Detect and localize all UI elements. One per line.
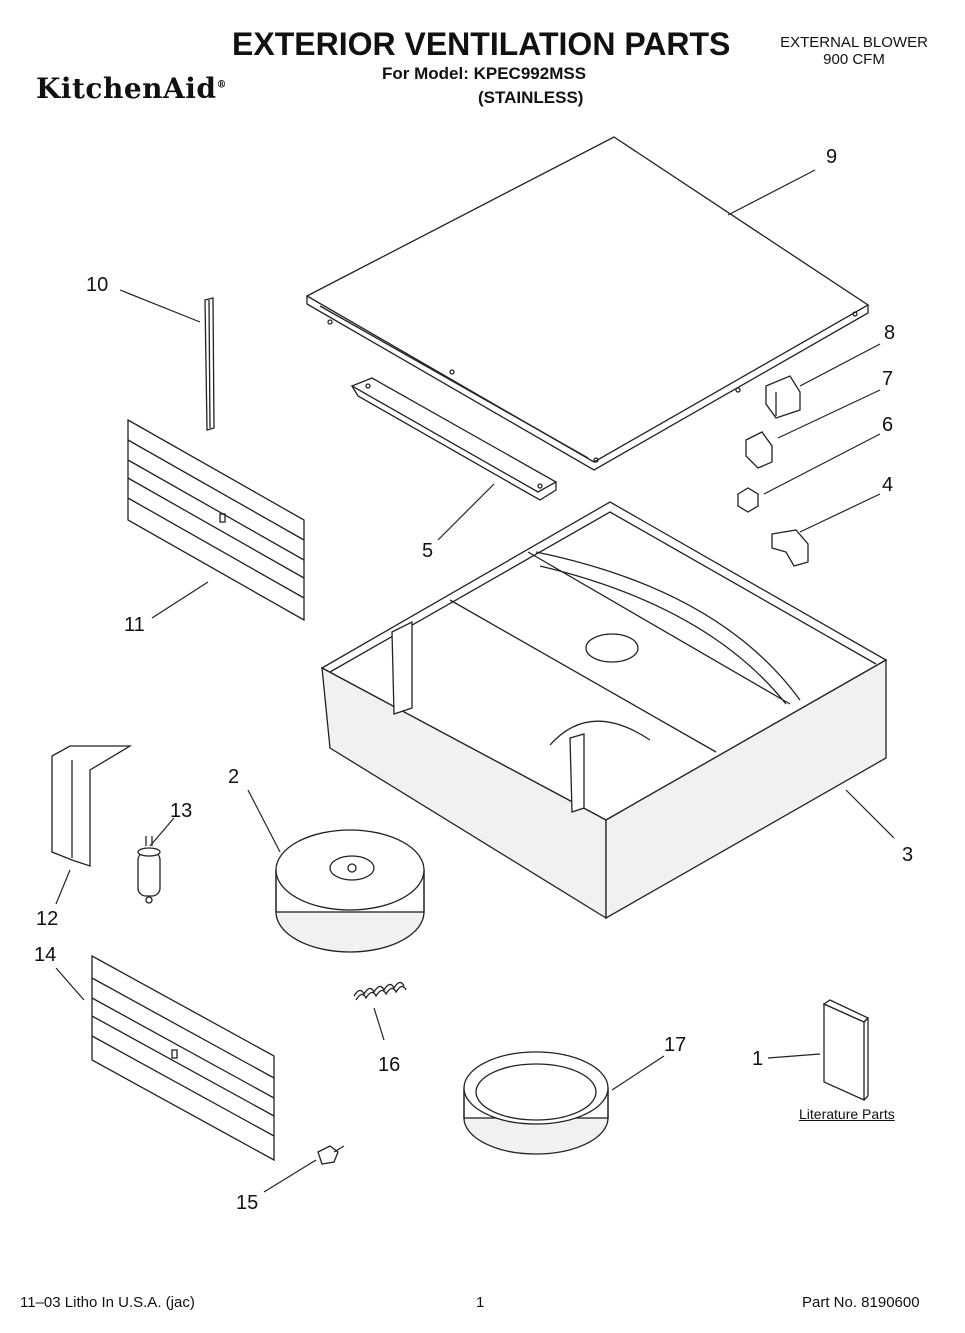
blower-spec-line1: EXTERNAL BLOWER	[780, 34, 928, 51]
part-16-spring	[353, 981, 407, 1001]
model-line: For Model: KPEC992MSS	[382, 64, 587, 83]
literature-parts-label: Literature Parts	[799, 1106, 895, 1122]
part-3-housing	[320, 501, 888, 920]
part-5-rail	[350, 377, 558, 501]
callout-15: 15	[236, 1192, 259, 1214]
blower-spec: EXTERNAL BLOWER 900 CFM	[770, 34, 938, 68]
callout-11: 11	[124, 614, 145, 636]
part-6-nut	[737, 487, 759, 513]
callout-9: 9	[826, 146, 838, 168]
part-8-connector	[765, 375, 801, 419]
callout-17: 17	[664, 1034, 687, 1056]
brand-logo: KitchenAid®	[36, 72, 227, 105]
part-2-blower	[275, 829, 425, 953]
part-9-top-cover	[305, 136, 870, 471]
blower-spec-line2: 900 CFM	[823, 51, 885, 68]
registered-mark: ®	[216, 79, 227, 91]
part-13-capacitor	[137, 836, 161, 904]
callout-8: 8	[884, 322, 896, 344]
part-7-clip	[745, 431, 773, 469]
callout-2: 2	[228, 766, 240, 788]
callout-3: 3	[902, 844, 914, 866]
callout-12: 12	[36, 908, 59, 930]
finish-line: (STAINLESS)	[478, 88, 584, 107]
callout-6: 6	[882, 414, 894, 436]
callout-10: 10	[86, 274, 109, 296]
part-1-literature	[822, 999, 870, 1102]
callout-1: 1	[752, 1048, 764, 1070]
callout-7: 7	[882, 368, 894, 390]
part-12-bracket	[51, 745, 133, 867]
footer-page-number: 1	[476, 1294, 485, 1311]
part-14-lower-panel	[91, 954, 275, 1162]
part-11-upper-panel	[127, 418, 305, 622]
callout-16: 16	[378, 1054, 401, 1076]
brand-logo-text: KitchenAid	[36, 72, 217, 105]
callout-14: 14	[34, 944, 57, 966]
footer-print-info: 11–03 Litho In U.S.A. (jac)	[20, 1294, 195, 1311]
callout-4: 4	[882, 474, 894, 496]
part-15-screw	[317, 1145, 345, 1165]
footer-part-number: Part No. 8190600	[802, 1294, 920, 1311]
callout-13: 13	[170, 800, 193, 822]
callout-5: 5	[422, 540, 434, 562]
part-10-strip	[204, 297, 215, 431]
part-17-collar	[463, 1051, 609, 1155]
page-title: EXTERIOR VENTILATION PARTS	[232, 26, 731, 62]
leader-lines	[55, 169, 895, 1193]
part-4-bracket	[771, 529, 809, 567]
